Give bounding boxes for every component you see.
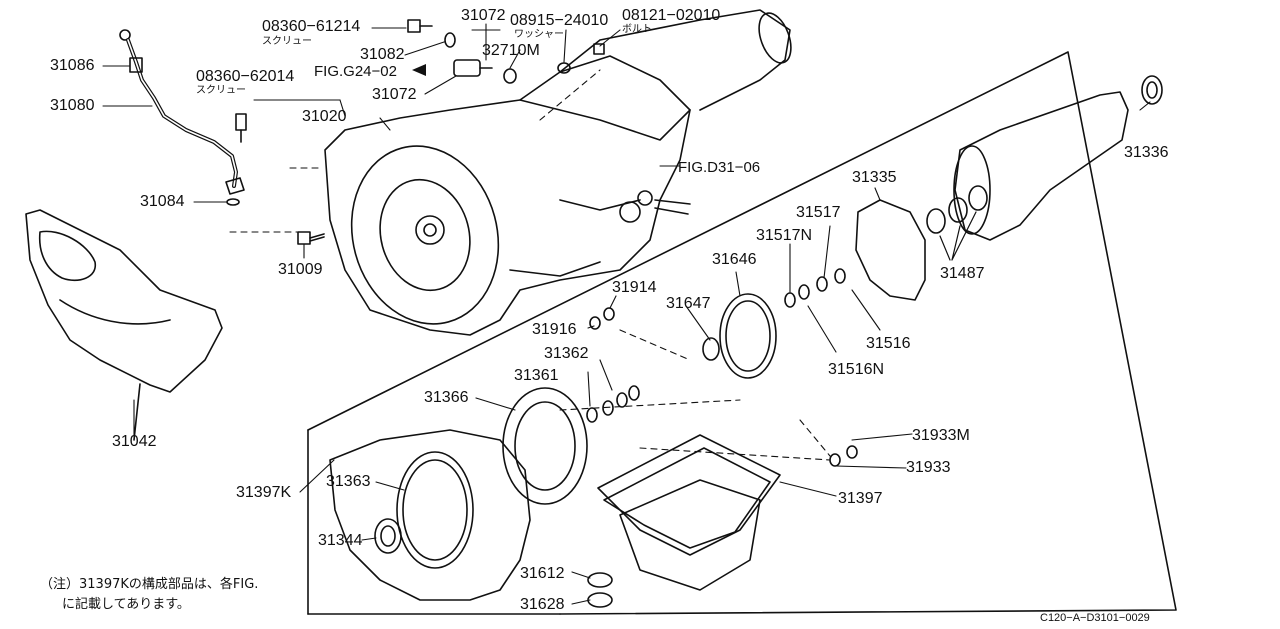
- part-label-31933M: 31933M: [912, 427, 970, 444]
- upper-small-parts: [235, 19, 605, 143]
- fig-ref-d31-06[interactable]: FIG.D31−06: [678, 159, 761, 176]
- part-label-31086: 31086: [50, 57, 95, 74]
- part-label-31084: 31084: [140, 193, 185, 210]
- gasket-31335: [855, 199, 926, 301]
- o-rings-31487: [926, 185, 988, 261]
- part-label-31397K: 31397K: [236, 484, 292, 501]
- sub-label-screw-1: スクリュー: [262, 36, 312, 47]
- part-label-08360-62014: 08360−62014: [196, 68, 295, 85]
- part-label-31647: 31647: [666, 295, 711, 312]
- dashed-guides: [229, 69, 831, 461]
- part-label-31335: 31335: [852, 169, 897, 186]
- footnote-line-1: （注）31397Kの構成部品は、各FIG.: [40, 577, 259, 592]
- part-label-31072-bottom: 31072: [372, 86, 417, 103]
- part-label-31363: 31363: [326, 473, 371, 490]
- extension-housing: [953, 75, 1163, 241]
- part-label-31344: 31344: [318, 532, 363, 549]
- converter-housing: [329, 429, 531, 601]
- oil-pan: [587, 434, 781, 608]
- part-label-31517N: 31517N: [756, 227, 813, 244]
- pump-gasket-31366: [502, 387, 588, 505]
- part-label-31397: 31397: [838, 490, 883, 507]
- part-label-08121-02010: 08121−02010: [622, 7, 721, 24]
- diagram-code: C120−A−D3101−0029: [1040, 612, 1150, 624]
- part-label-31082: 31082: [360, 46, 405, 63]
- part-label-31361: 31361: [514, 367, 559, 384]
- leader-lines: [102, 23, 1151, 605]
- part-label-31628: 31628: [520, 596, 565, 613]
- part-label-08360-61214: 08360−61214: [262, 18, 361, 35]
- small-rings-upper: [586, 307, 640, 423]
- part-label-31080: 31080: [50, 97, 95, 114]
- sub-label-screw-2: スクリュー: [196, 85, 246, 96]
- cover-plate-31042: [25, 209, 223, 441]
- screw-31009: [297, 231, 325, 245]
- seal-31646: [702, 293, 777, 379]
- sub-label-washer: ワッシャー: [514, 29, 564, 40]
- part-label-31914: 31914: [612, 279, 657, 296]
- part-label-31487: 31487: [940, 265, 985, 282]
- part-label-31646: 31646: [712, 251, 757, 268]
- small-rings-31933: [829, 445, 858, 467]
- dipstick-tube: [119, 29, 245, 206]
- part-label-31916: 31916: [532, 321, 577, 338]
- part-label-31009: 31009: [278, 261, 323, 278]
- part-label-31933: 31933: [906, 459, 951, 476]
- small-rings-31516-31517: [784, 268, 846, 308]
- part-label-31517: 31517: [796, 204, 841, 221]
- part-label-31612: 31612: [520, 565, 565, 582]
- part-label-31042: 31042: [112, 433, 157, 450]
- part-label-31516N: 31516N: [828, 361, 885, 378]
- exploded-group-frame: [307, 51, 1177, 615]
- part-label-31362: 31362: [544, 345, 589, 362]
- transmission-case: [324, 9, 792, 336]
- part-label-31020: 31020: [302, 108, 347, 125]
- part-label-32710M: 32710M: [482, 42, 540, 59]
- sub-label-bolt: ボルト: [622, 24, 652, 35]
- part-label-08915-24010: 08915−24010: [510, 12, 609, 29]
- part-label-31516: 31516: [866, 335, 911, 352]
- part-label-31336: 31336: [1124, 144, 1169, 161]
- fig-ref-g24-02[interactable]: FIG.G24−02: [314, 63, 397, 80]
- footnote-line-2: に記載してあります。: [62, 597, 190, 612]
- part-label-31072-top: 31072: [461, 7, 506, 24]
- part-label-31366: 31366: [424, 389, 469, 406]
